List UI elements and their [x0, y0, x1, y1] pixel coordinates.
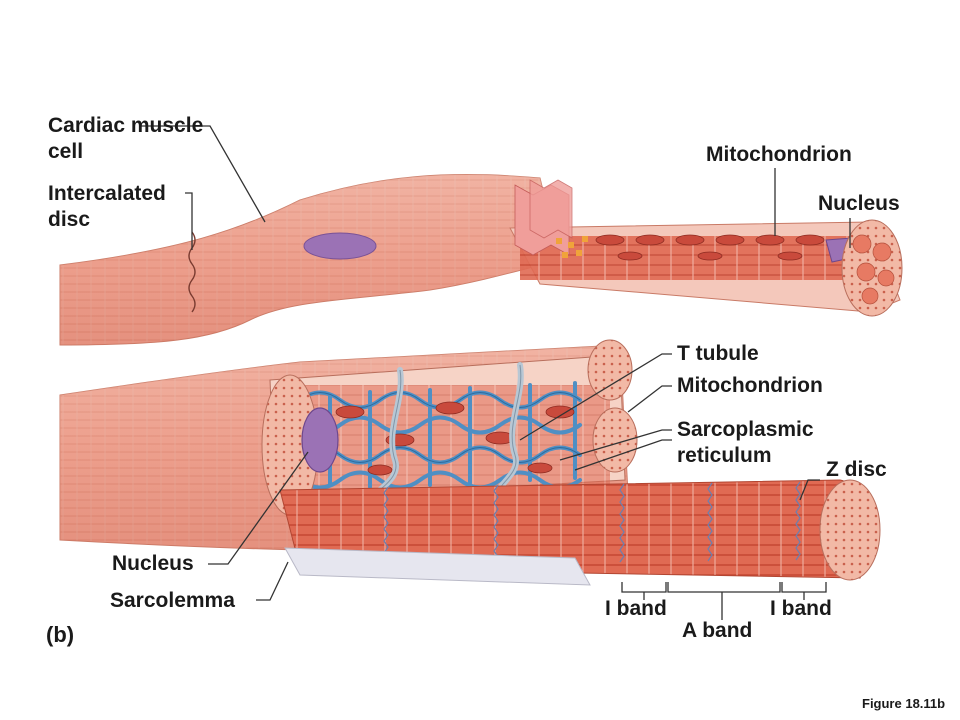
label-i-band-left: I band [605, 597, 667, 620]
sarcolemma-sheet [284, 547, 591, 586]
panel-label: (b) [46, 622, 75, 647]
leader-lines [140, 125, 851, 620]
upper-fiber [59, 174, 561, 346]
label-sarcolemma: Sarcolemma [110, 589, 235, 612]
label-nucleus-top: Nucleus [818, 192, 900, 215]
label-sarcoplasmic-reticulum: Sarcoplasmic reticulum [677, 418, 814, 467]
lower-nucleus [301, 407, 339, 473]
label-nucleus-bottom: Nucleus [112, 552, 194, 575]
intercalated-disc-line [188, 231, 196, 313]
label-mitochondrion-top: Mitochondrion [706, 143, 852, 166]
label-t-tubule: T tubule [677, 342, 759, 365]
myofibril [279, 479, 881, 586]
label-mitochondrion-mid: Mitochondrion [677, 374, 823, 397]
upper-nucleus [303, 232, 377, 260]
label-cardiac-muscle-cell: Cardiac muscle cell [48, 114, 204, 163]
label-i-band-right: I band [770, 597, 832, 620]
label-intercalated-disc: Intercalated disc [48, 182, 166, 231]
figure-caption: Figure 18.11b [862, 696, 946, 711]
label-a-band: A band [682, 619, 753, 642]
label-z-disc: Z disc [826, 458, 887, 481]
upper-cut-section [509, 179, 903, 317]
